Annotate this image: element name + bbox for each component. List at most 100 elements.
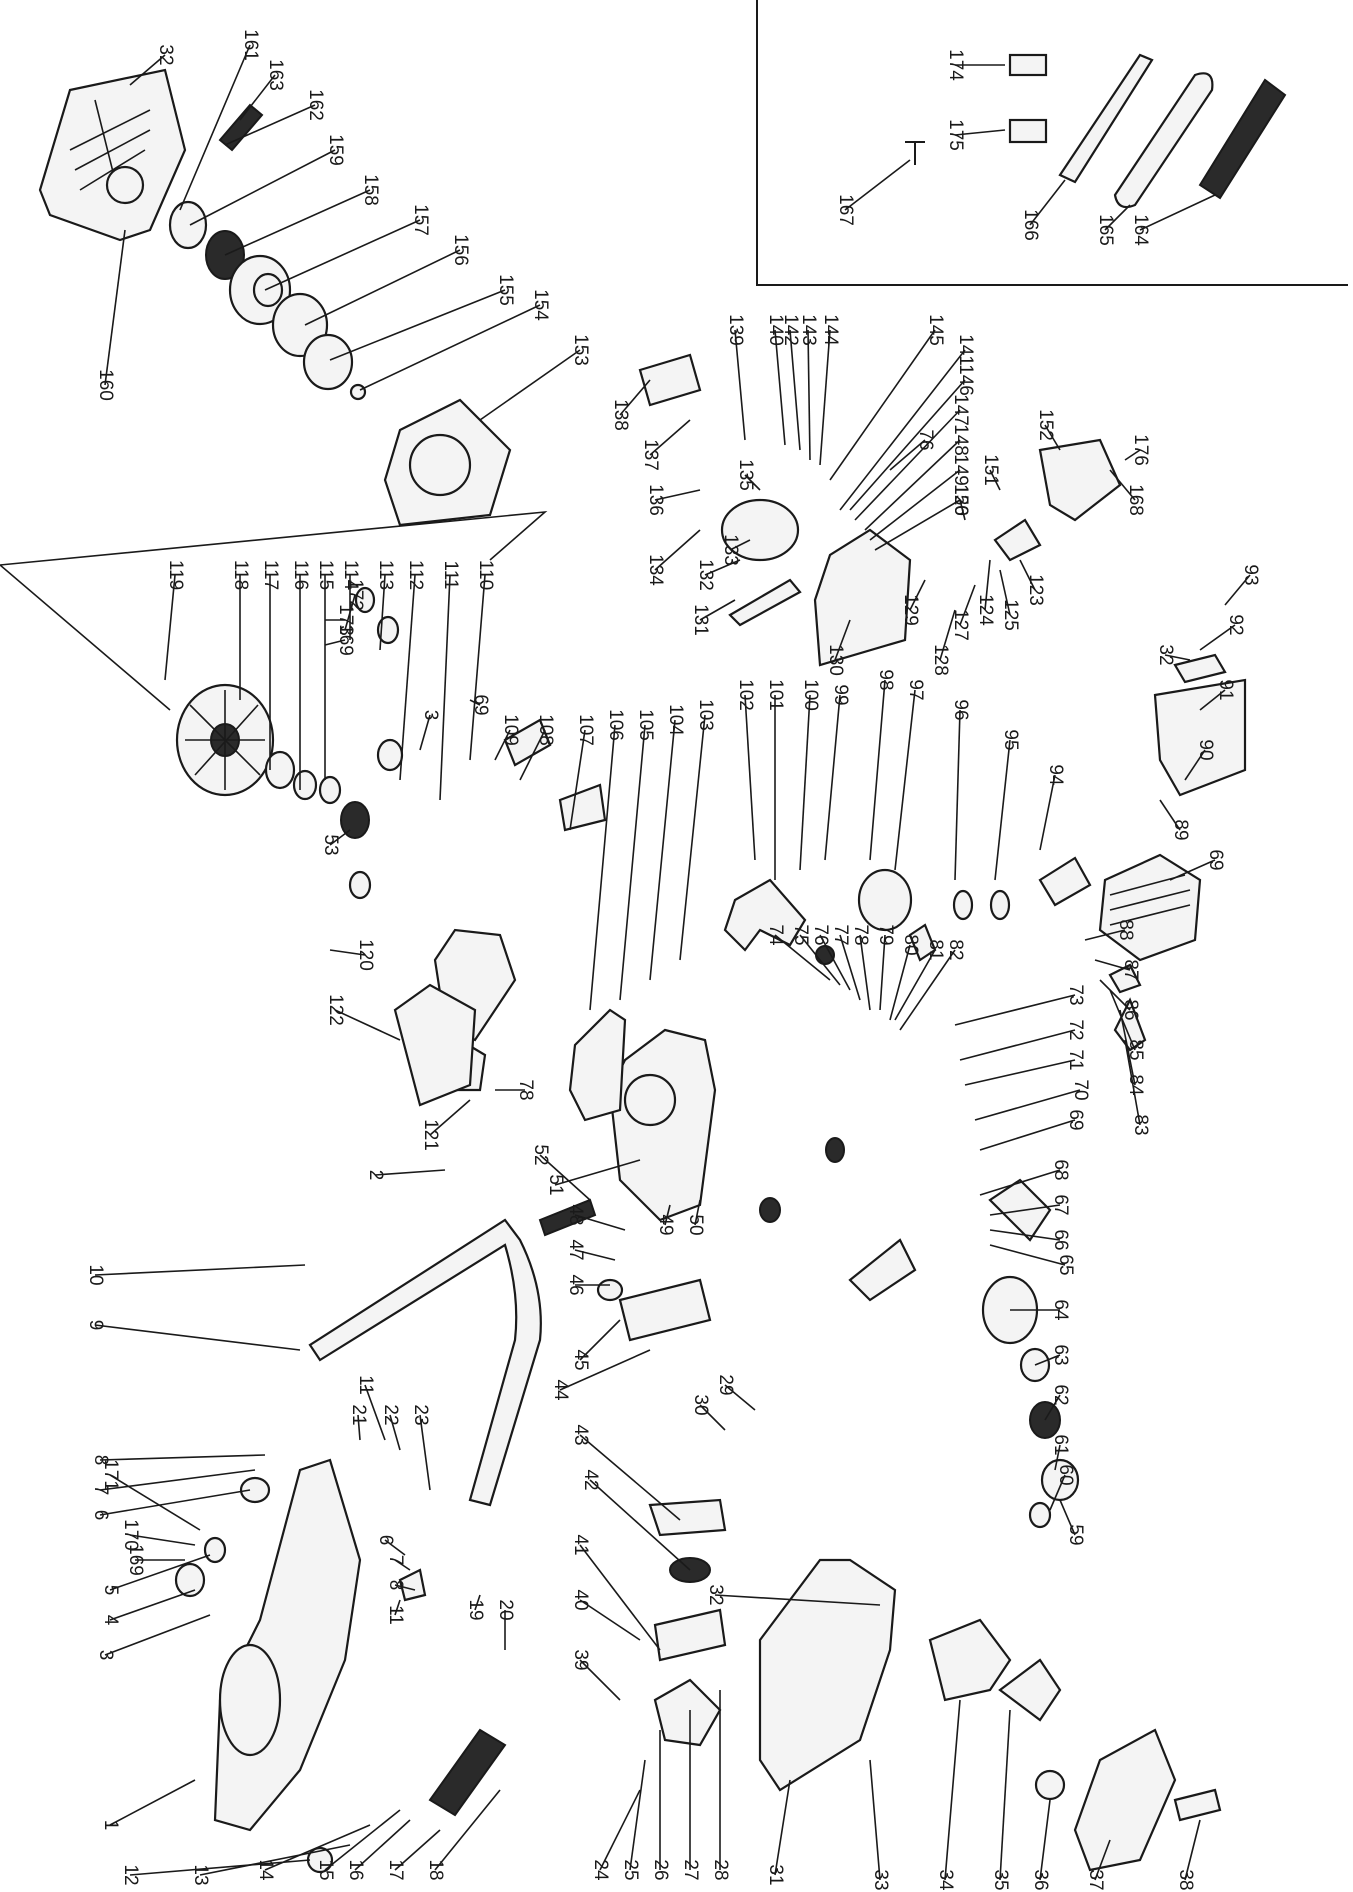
callout-8: 8 (90, 1455, 111, 1466)
callout-94: 94 (1045, 764, 1066, 786)
callout-25: 25 (620, 1859, 641, 1880)
leader-line-7-dup-7 (394, 1559, 411, 1571)
front-handle-shape (308, 1218, 542, 1507)
leader-line-150 (874, 499, 961, 551)
callout-68: 68 (1050, 1159, 1071, 1180)
leader-line-69 (979, 1119, 1076, 1151)
leader-line-158 (224, 189, 371, 256)
callout-30: 30 (690, 1394, 711, 1415)
callout-79: 79 (875, 924, 896, 945)
callout-132: 132 (695, 559, 716, 591)
leader-line-175 (954, 129, 1006, 136)
leader-line-132 (704, 559, 741, 576)
callout-8-dup-8: 8 (385, 1580, 406, 1591)
leader-line-143 (807, 329, 811, 461)
leader-line-89 (1159, 799, 1181, 831)
leader-line-103 (679, 714, 706, 961)
leader-line-167 (844, 159, 911, 211)
leader-line-63 (1034, 1354, 1061, 1366)
leader-line-142 (789, 329, 801, 451)
callout-131: 131 (690, 604, 711, 636)
leader-line-159 (189, 149, 336, 226)
leader-line-62 (1044, 1394, 1061, 1421)
callout-88: 88 (1115, 919, 1136, 940)
leader-line-80 (889, 944, 911, 1021)
callout-62: 62 (1050, 1384, 1071, 1405)
leader-line-8-dup-8 (394, 1584, 416, 1591)
cylinder-shape (1098, 853, 1202, 962)
leader-line-52 (539, 1154, 591, 1201)
leader-line-172 (344, 594, 356, 631)
leader-line-2 (374, 1169, 446, 1176)
callout-133: 133 (720, 534, 741, 566)
leader-line-65 (989, 1244, 1066, 1266)
callout-165: 165 (1095, 214, 1116, 246)
callout-60: 60 (1055, 1464, 1076, 1485)
leader-line-135 (744, 474, 761, 491)
callout-101: 101 (765, 679, 786, 711)
callout-46: 46 (565, 1274, 586, 1295)
leader-line-147 (854, 409, 961, 521)
leader-line-74 (774, 934, 831, 981)
leader-line-88 (1084, 929, 1126, 941)
leader-line-60 (1049, 1474, 1066, 1511)
callout-39: 39 (570, 1649, 591, 1670)
leader-line-126 (959, 499, 966, 521)
callout-5: 5 (100, 1585, 121, 1596)
leader-line-149 (869, 469, 961, 541)
starter-housing-shape (38, 68, 187, 242)
leader-line-127 (959, 584, 976, 626)
callout-59: 59 (1065, 1524, 1086, 1545)
callout-11-dup-5: 11 (355, 1375, 376, 1395)
leader-line-3-dup-4 (419, 714, 431, 751)
callout-74: 74 (765, 924, 786, 946)
callout-145: 145 (925, 314, 946, 346)
leader-line-138 (619, 379, 651, 416)
leader-line-39 (579, 1659, 621, 1701)
callout-24: 24 (590, 1859, 611, 1881)
callout-162: 162 (305, 89, 326, 121)
leader-line-139 (734, 329, 746, 441)
leader-line-37 (1094, 1839, 1111, 1881)
leader-line-140 (774, 329, 786, 446)
callout-169: 169 (125, 1544, 146, 1576)
callout-14: 14 (255, 1859, 276, 1881)
leader-line-33 (869, 1759, 881, 1881)
callout-159: 159 (325, 134, 346, 166)
leader-line-53 (329, 829, 351, 846)
callout-91: 91 (1215, 679, 1236, 700)
leader-line-102 (744, 694, 756, 861)
leader-line-84 (1119, 1009, 1136, 1086)
callout-134: 134 (645, 554, 666, 586)
callout-92: 92 (1225, 614, 1246, 635)
callout-37: 37 (1085, 1869, 1106, 1890)
callout-76: 76 (810, 924, 831, 945)
callout-160: 160 (95, 369, 116, 401)
leader-line-31 (774, 1779, 791, 1876)
carburetor-shape (653, 1678, 722, 1747)
callout-129: 129 (900, 594, 921, 626)
leader-line-108 (519, 729, 546, 781)
leader-line-109 (494, 729, 511, 761)
leader-line-146 (849, 379, 966, 511)
callout-166: 166 (1020, 209, 1041, 241)
callout-124: 124 (975, 594, 996, 626)
leader-line-93 (1224, 574, 1251, 606)
callout-15: 15 (315, 1859, 336, 1880)
callout-4: 4 (100, 1615, 121, 1626)
leader-line-91 (1199, 689, 1226, 711)
callout-18: 18 (425, 1859, 446, 1880)
callout-106: 106 (605, 709, 626, 741)
leader-line-75 (799, 934, 841, 986)
callout-118: 118 (230, 560, 251, 590)
muffler-shape (1153, 678, 1247, 797)
callout-135: 135 (735, 459, 756, 491)
callout-111: 111 (440, 561, 461, 590)
callout-36: 36 (1030, 1869, 1051, 1890)
callout-33: 33 (870, 1869, 891, 1890)
leader-line-8 (99, 1454, 266, 1461)
callout-176: 176 (1130, 434, 1151, 466)
callout-147: 147 (950, 394, 971, 426)
leader-line-129 (909, 579, 926, 611)
leader-line-23 (419, 1414, 431, 1491)
